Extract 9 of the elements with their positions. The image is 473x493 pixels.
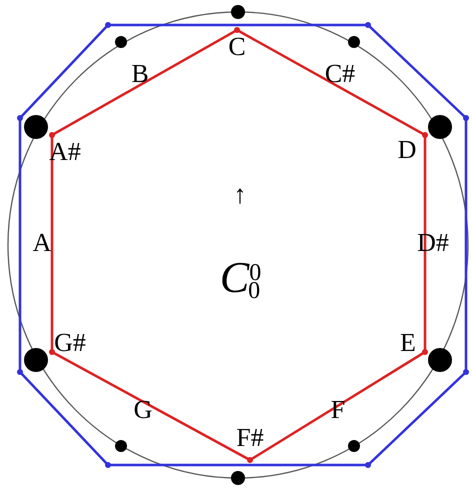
note-label: D [398,137,416,163]
note-label: G# [54,330,86,356]
note-label: C# [324,61,356,87]
note-label: C [228,34,246,60]
note-label: F# [236,425,264,451]
note-label: G [134,397,152,423]
note-label: ↑ [234,182,246,208]
note-label: E [400,330,416,356]
note-label: B [131,61,149,87]
